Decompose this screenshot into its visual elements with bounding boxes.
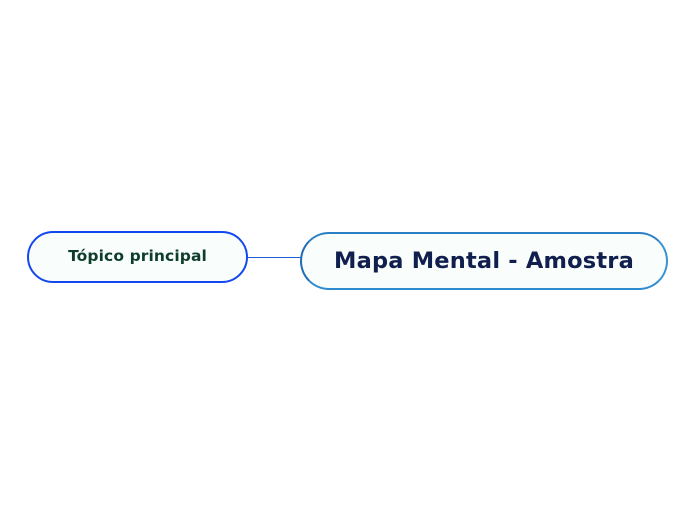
mindmap-node-topico-principal[interactable]: Tópico principal <box>27 231 248 283</box>
connector-root-to-topic <box>246 257 303 258</box>
mindmap-node-label: Tópico principal <box>68 247 207 266</box>
mindmap-root-label: Mapa Mental - Amostra <box>334 247 634 274</box>
mindmap-node-root[interactable]: Mapa Mental - Amostra <box>300 232 668 290</box>
